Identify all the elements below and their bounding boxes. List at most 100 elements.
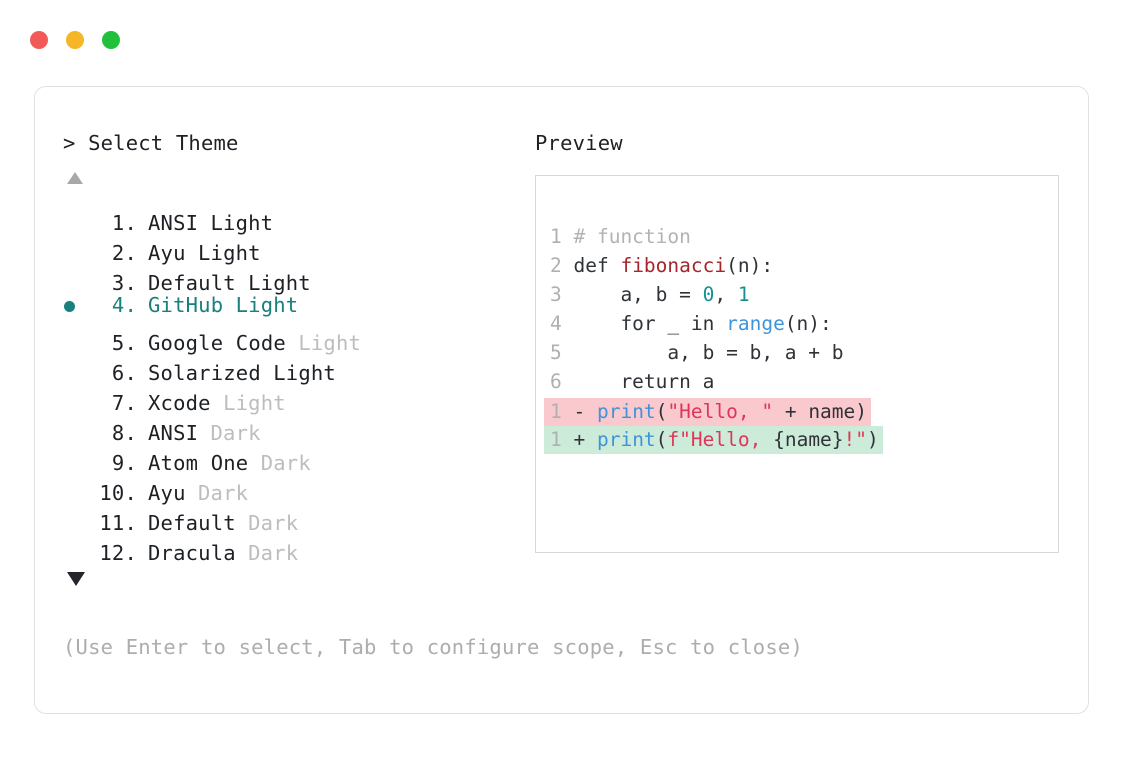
code-token: # function — [573, 224, 691, 248]
theme-item-variant: Light — [248, 270, 311, 295]
theme-item-variant: Light — [223, 390, 286, 415]
selection-bullet-cell — [63, 200, 91, 230]
code-token: + name) — [773, 399, 868, 423]
theme-list-item[interactable]: 1.ANSI Light — [63, 200, 533, 235]
code-token: (n): — [726, 253, 774, 277]
window-controls — [30, 31, 120, 49]
theme-item-name: Default — [148, 270, 236, 295]
theme-item-index: 6. — [111, 360, 137, 385]
code-token: (n): — [784, 311, 832, 335]
selected-bullet-icon — [64, 300, 75, 312]
diff-sign: - — [573, 399, 597, 423]
code-token: fibonacci — [620, 253, 727, 277]
diff-line-removed: 1 - print("Hello, " + name) — [544, 397, 872, 426]
theme-item-name: Google Code — [148, 330, 286, 355]
code-token: print — [596, 399, 656, 423]
preview-code-box: 1 # function 2 def fibonacci(n):3 a, b = … — [535, 174, 1059, 553]
theme-item-index: 4. — [111, 292, 137, 317]
diff-line-added: 1 + print(f"Hello, {name}!") — [544, 425, 883, 454]
theme-item-name: Ayu — [148, 240, 186, 265]
code-line: 3 a, b = 0, 1 — [550, 280, 844, 309]
code-line: 2 def fibonacci(n): — [550, 251, 844, 280]
theme-list-item[interactable]: 10. Ayu Dark — [63, 470, 533, 505]
code-line-number: 1 — [550, 224, 574, 248]
theme-item-variant: Light — [273, 360, 336, 385]
theme-item-name: GitHub — [148, 292, 224, 317]
theme-item-variant: Light — [298, 330, 362, 355]
theme-list-item[interactable]: 4. GitHub Light — [63, 290, 533, 320]
code-token: return a — [573, 369, 715, 393]
triangle-down-icon[interactable] — [67, 571, 85, 586]
selection-bullet-cell — [63, 500, 91, 530]
theme-item-index: 9. — [111, 450, 137, 475]
code-token: "Hello, " — [667, 399, 774, 423]
select-theme-prompt: > Select Theme — [63, 131, 239, 155]
theme-item-variant: Light — [197, 240, 261, 265]
theme-item-variant: Light — [210, 210, 274, 235]
code-line-number: 2 — [550, 253, 574, 277]
diff-sample: 1 - print("Hello, " + name)1 + print(f"H… — [544, 397, 883, 454]
theme-item-index: 2. — [111, 240, 137, 265]
theme-list-item[interactable]: 9. Atom One Dark — [63, 440, 533, 475]
code-token: range — [726, 311, 785, 335]
selection-bullet-cell — [63, 530, 91, 560]
theme-item-name: Xcode — [148, 390, 211, 415]
theme-list-item[interactable]: 6. Solarized Light — [63, 350, 533, 385]
theme-list-item[interactable]: 2. Ayu Light — [63, 230, 533, 265]
code-line: 6 return a — [550, 367, 844, 396]
diff-line-number: 1 — [550, 427, 574, 451]
code-sample: 1 # function 2 def fibonacci(n):3 a, b = … — [550, 222, 844, 396]
code-token: , — [714, 282, 738, 306]
maximize-dot[interactable] — [102, 31, 120, 49]
code-line: 5 a, b = b, a + b — [550, 338, 844, 367]
selection-bullet-cell — [63, 350, 91, 380]
preview-panel: Preview 1 # function 2 def fibonacci(n):3… — [535, 133, 1065, 553]
code-line-number: 4 — [550, 311, 574, 335]
selection-bullet-cell — [63, 320, 91, 350]
theme-item-index: 12. — [99, 540, 137, 565]
theme-item-variant: Light — [235, 292, 299, 317]
triangle-up-icon[interactable] — [67, 171, 83, 184]
selection-bullet-cell — [63, 440, 91, 470]
theme-list-item[interactable]: 5.Google Code Light — [63, 320, 533, 355]
preview-heading: Preview — [535, 131, 623, 155]
theme-list-item[interactable]: 12.Dracula Dark — [63, 530, 533, 565]
theme-item-name: Atom One — [148, 450, 249, 475]
theme-item-variant: Dark — [248, 540, 299, 565]
code-line-number: 3 — [550, 282, 574, 306]
theme-item-name: Ayu — [148, 480, 186, 505]
theme-item-index: 1. — [111, 210, 137, 235]
code-token: ( — [655, 427, 668, 451]
theme-item-name: Default — [148, 510, 236, 535]
code-token: f"Hello, — [667, 427, 774, 451]
theme-list-item[interactable]: 7.Xcode Light — [63, 380, 533, 415]
code-token: print — [596, 427, 656, 451]
code-line-number: 5 — [550, 340, 574, 364]
theme-item-variant: Dark — [197, 480, 249, 505]
theme-item-index: 10. — [99, 480, 137, 505]
minimize-dot[interactable] — [66, 31, 84, 49]
code-token: 1 — [737, 282, 750, 306]
code-line: 4 for _ in range(n): — [550, 309, 844, 338]
theme-list-item[interactable]: 11.Default Dark — [63, 500, 533, 535]
selection-bullet-cell — [63, 260, 91, 290]
theme-item-name: ANSI — [148, 420, 199, 445]
theme-list-item[interactable]: 3.Default Light — [63, 260, 533, 295]
code-token: a, b = — [573, 282, 703, 306]
theme-item-name: Solarized — [148, 360, 261, 385]
code-token: !" — [843, 427, 868, 451]
code-token: a, b = b, a + b — [573, 340, 844, 364]
keyboard-hint: (Use Enter to select, Tab to configure s… — [63, 635, 803, 659]
code-line-number: 6 — [550, 369, 574, 393]
theme-item-variant: Dark — [248, 510, 299, 535]
code-token: ( — [655, 399, 668, 423]
theme-item-variant: Dark — [260, 450, 311, 475]
selection-bullet-cell — [63, 291, 91, 321]
selection-bullet-cell — [63, 410, 91, 440]
close-dot[interactable] — [30, 31, 48, 49]
theme-list-item[interactable]: 8.ANSI Dark — [63, 410, 533, 445]
code-token: 0 — [702, 282, 715, 306]
